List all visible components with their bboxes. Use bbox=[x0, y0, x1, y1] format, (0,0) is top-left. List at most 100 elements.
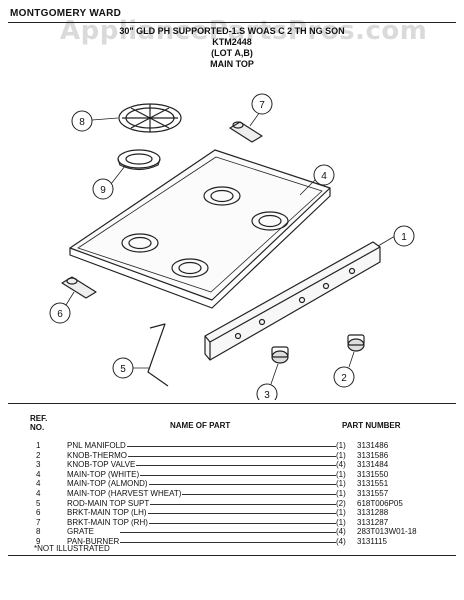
support-rod-part bbox=[147, 323, 169, 387]
quantity: (1) bbox=[336, 479, 346, 489]
table-row: 7 BRKT-MAIN TOP (RH) (1) 3131287 bbox=[30, 517, 450, 528]
table-row: 2 KNOB-THERMO (1) 3131586 bbox=[30, 450, 450, 461]
part-number: 283T013W01-18 bbox=[357, 527, 417, 537]
part-number-header: PART NUMBER bbox=[342, 421, 401, 430]
callout-4-label: 4 bbox=[321, 171, 327, 182]
callout-1-label: 1 bbox=[401, 232, 407, 243]
callout-6-circle bbox=[49, 302, 71, 324]
bracket-lh-part bbox=[61, 276, 97, 299]
callout-2-circle bbox=[333, 366, 355, 388]
brand-label: MONTGOMERY WARD bbox=[10, 8, 122, 19]
table-row: 4 MAIN-TOP (HARVEST WHEAT) (1) 3131557 bbox=[30, 488, 450, 499]
part-name: KNOB-THERMO bbox=[67, 450, 128, 461]
callout-5-label: 5 bbox=[120, 364, 126, 375]
part-number: 3131287 bbox=[357, 517, 389, 527]
quantity: (4) bbox=[336, 536, 346, 547]
table-row: 9 PAN-BURNER (4) 3131115 bbox=[30, 536, 450, 547]
callout-5-circle bbox=[112, 357, 134, 379]
diagram-title-line: 30" GLD PH SUPPORTED-1.S WOAS C 2 TH NG … bbox=[119, 26, 345, 36]
watermark: AppliancePartsPros.com bbox=[60, 16, 428, 46]
part-name: BRKT-MAIN TOP (LH) bbox=[67, 508, 148, 518]
table-row: 4 MAIN-TOP (ALMOND) (1) 3131551 bbox=[30, 479, 450, 489]
table-divider bbox=[8, 403, 456, 404]
part-name: MAIN-TOP (HARVEST WHEAT) bbox=[67, 488, 183, 499]
part-name: KNOB-TOP VALVE bbox=[67, 460, 137, 470]
callout-9-label: 9 bbox=[100, 185, 106, 196]
part-number: 3131550 bbox=[357, 469, 389, 479]
part-number: 3131586 bbox=[357, 450, 389, 460]
leader-dashes bbox=[120, 446, 342, 447]
table-row: 1 PNL MANIFOLD (1) 3131486 bbox=[30, 441, 450, 451]
quantity: (1) bbox=[336, 450, 346, 461]
part-name: PAN-BURNER bbox=[67, 536, 121, 547]
table-row: 3 KNOB-TOP VALVE (4) 3131484 bbox=[30, 460, 450, 470]
leader-dashes bbox=[120, 503, 342, 505]
grate-part bbox=[118, 103, 182, 133]
leader-dashes bbox=[120, 465, 342, 467]
manifold-panel-part bbox=[204, 241, 381, 361]
bottom-divider bbox=[8, 555, 456, 556]
quantity: (4) bbox=[336, 527, 346, 537]
quantity: (4) bbox=[336, 460, 346, 470]
leader-dashes bbox=[120, 532, 342, 534]
part-number: 3131288 bbox=[357, 508, 389, 518]
callout-4-circle bbox=[313, 164, 335, 186]
quantity: (1) bbox=[336, 469, 346, 480]
footnote: *NOT ILLUSTRATED bbox=[34, 544, 110, 553]
callout-9-circle bbox=[92, 178, 114, 200]
thermo-knob-part bbox=[347, 334, 365, 352]
ref-header-line1: REF. bbox=[30, 414, 48, 423]
table-row: 5 ROD-MAIN TOP SUPT (2) 618T006P05 bbox=[30, 498, 450, 509]
part-name: MAIN-TOP (ALMOND) bbox=[67, 479, 149, 489]
model-number: KTM2448 bbox=[212, 37, 252, 47]
leader-dashes bbox=[120, 541, 342, 543]
top-valve-knob-part bbox=[271, 346, 289, 364]
callout-2-label: 2 bbox=[341, 373, 347, 384]
quantity: (1) bbox=[336, 517, 346, 528]
leader-dashes bbox=[120, 493, 342, 495]
quantity: (1) bbox=[336, 441, 346, 451]
quantity: (1) bbox=[336, 488, 346, 499]
part-name: ROD-MAIN TOP SUPT bbox=[67, 498, 151, 509]
ref-number: 5 bbox=[36, 498, 41, 508]
ref-number: 2 bbox=[36, 450, 41, 460]
main-top-part bbox=[69, 149, 331, 309]
callout-7-circle bbox=[251, 93, 273, 115]
burner-pan-part bbox=[117, 149, 161, 171]
table-row: 4 MAIN-TOP (WHITE) (1) 3131550 bbox=[30, 469, 450, 480]
ref-number: 4 bbox=[36, 469, 41, 479]
quantity: (2) bbox=[336, 498, 346, 509]
callout-6-label: 6 bbox=[57, 309, 63, 320]
ref-number: 7 bbox=[36, 517, 41, 527]
leader-dashes bbox=[120, 513, 342, 515]
section-title: MAIN TOP bbox=[210, 59, 254, 69]
ref-number: 9 bbox=[36, 536, 41, 546]
callout-8-label: 8 bbox=[79, 117, 85, 128]
leader-dashes bbox=[120, 484, 342, 486]
part-number: 3131484 bbox=[357, 460, 389, 470]
ref-number: 1 bbox=[36, 441, 41, 450]
part-name: GRATE bbox=[67, 527, 95, 537]
callout-1-circle bbox=[393, 225, 415, 247]
ref-number: 4 bbox=[36, 479, 41, 489]
part-number: 3131557 bbox=[357, 488, 389, 498]
leader-dashes bbox=[120, 522, 342, 524]
leader-dashes bbox=[120, 474, 342, 476]
ref-number: 4 bbox=[36, 488, 41, 498]
ref-number: 3 bbox=[36, 460, 41, 470]
top-divider bbox=[8, 22, 456, 23]
part-number: 618T006P05 bbox=[357, 498, 403, 508]
ref-no-header: REF. NO. bbox=[30, 414, 47, 432]
part-name: PNL MANIFOLD bbox=[67, 441, 127, 451]
bracket-rh-part bbox=[229, 121, 263, 143]
part-number: 3131115 bbox=[357, 536, 387, 546]
part-name: BRKT-MAIN TOP (RH) bbox=[67, 517, 149, 528]
ref-number: 6 bbox=[36, 508, 41, 518]
part-number: 3131486 bbox=[357, 441, 389, 450]
exploded-view-drawing: 8 9 7 4 1 6 5 3 2 bbox=[49, 93, 415, 400]
ref-header-line2: NO. bbox=[30, 423, 45, 432]
part-number: 3131551 bbox=[357, 479, 389, 489]
part-name: MAIN-TOP (WHITE) bbox=[67, 469, 141, 480]
